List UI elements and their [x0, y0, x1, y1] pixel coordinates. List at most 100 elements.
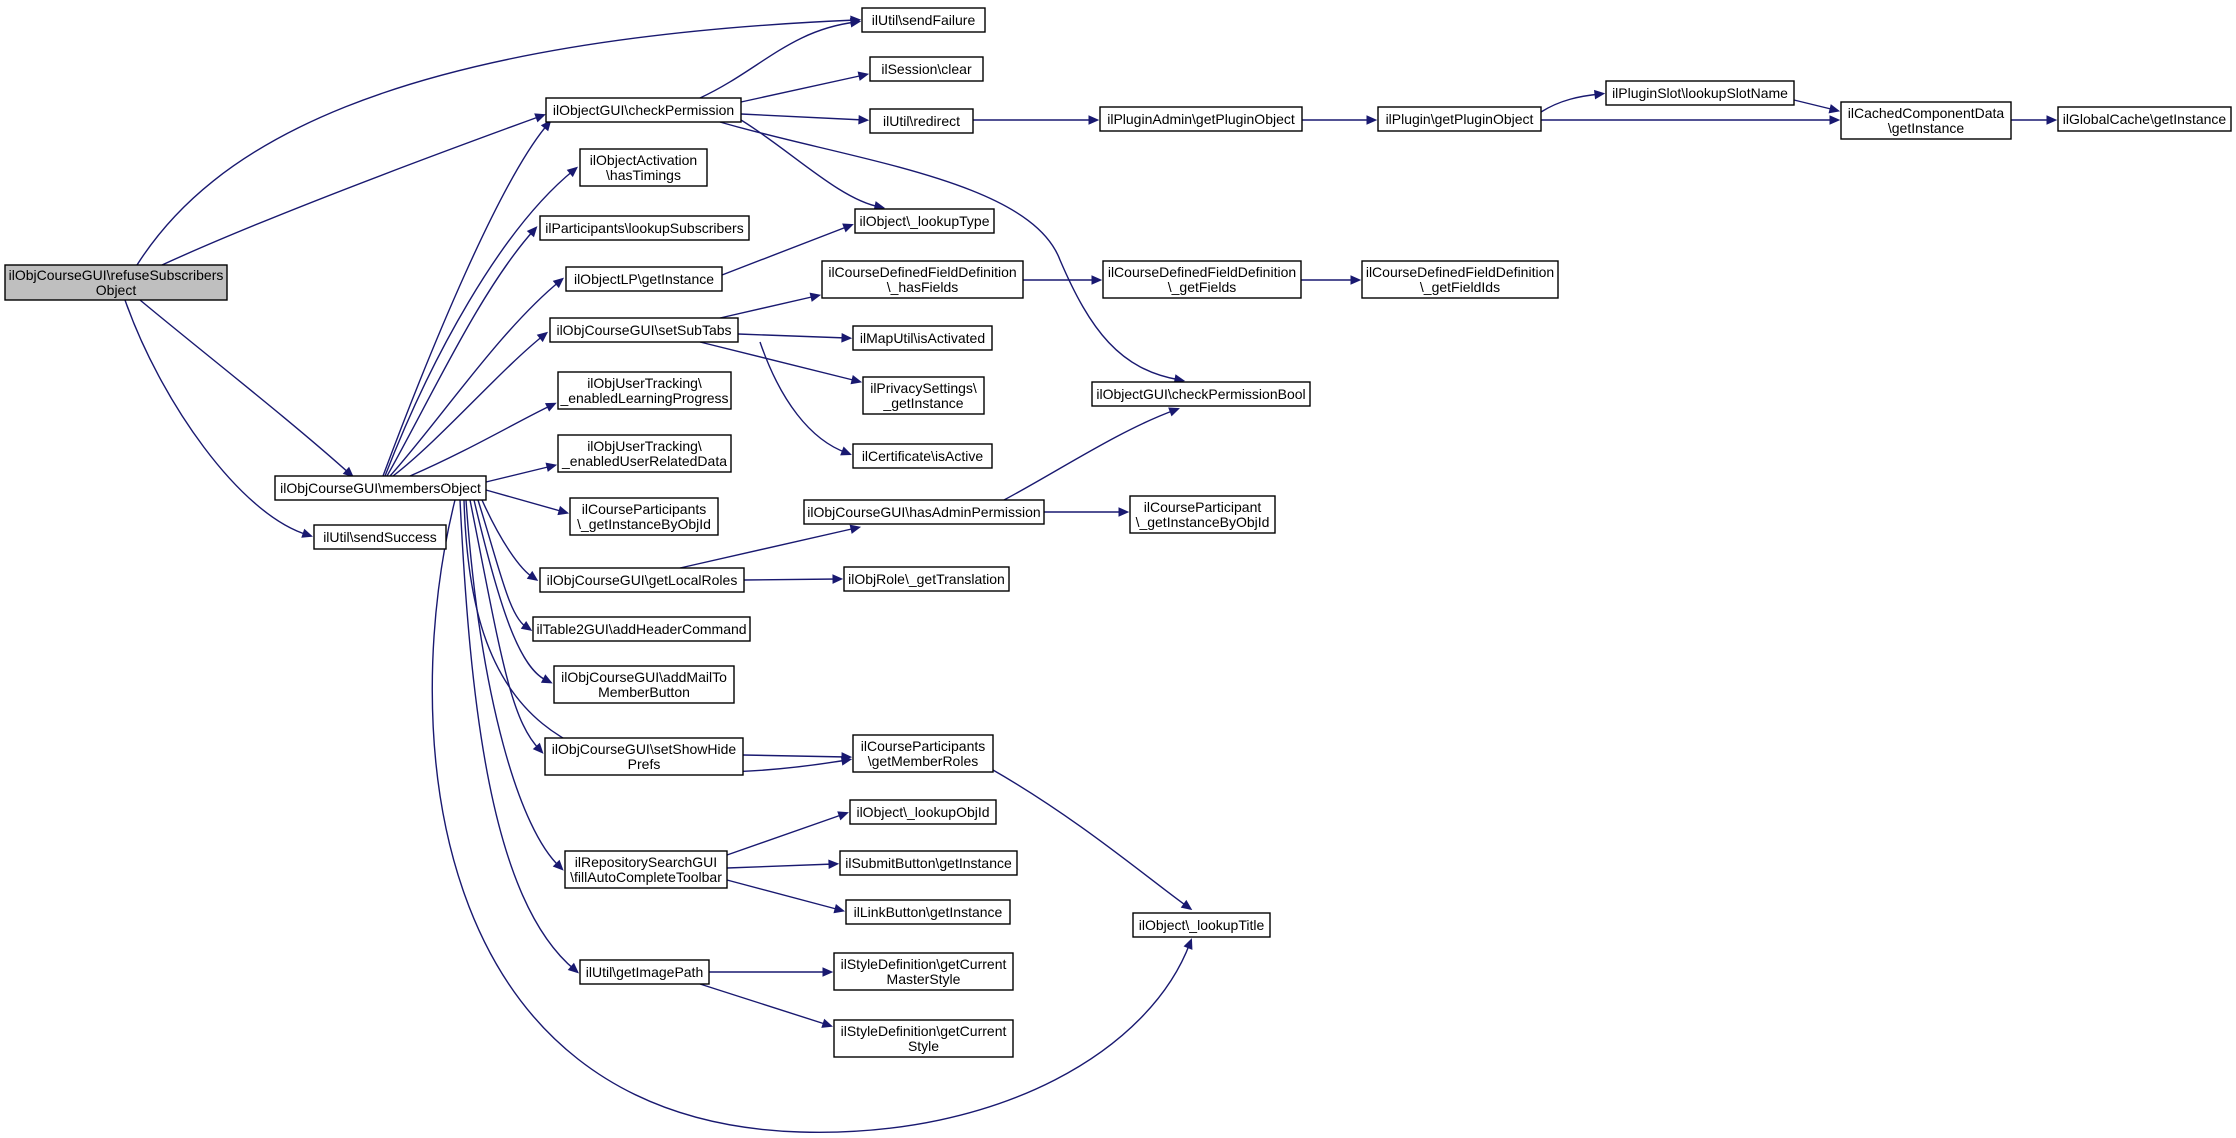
node-box-cachedComponent: [1840, 101, 2012, 140]
node-label-currentStyle-line0: ilStyleDefinition\getCurrent: [841, 1023, 1007, 1039]
node-label-hasTimings-line1: \hasTimings: [606, 167, 681, 183]
node-box-localRoles: [539, 567, 745, 593]
node-label-masterStyle-line0: ilStyleDefinition\getCurrent: [841, 956, 1007, 972]
node-linkButton[interactable]: ilLinkButton\getInstance: [845, 899, 1011, 925]
node-objectLP[interactable]: ilObjectLP\getInstance: [565, 266, 723, 292]
node-table2[interactable]: ilTable2GUI\addHeaderCommand: [532, 616, 751, 642]
node-getFields[interactable]: ilCourseDefinedFieldDefinition\_getField…: [1102, 260, 1302, 299]
node-getFieldIds[interactable]: ilCourseDefinedFieldDefinition\_getField…: [1361, 260, 1559, 299]
arrowhead-cachedComponent: [1829, 115, 1841, 125]
edge-membersObject-to-hasTimings: [384, 169, 575, 477]
node-label-setSubTabs-line0: ilObjCourseGUI\setSubTabs: [556, 322, 731, 338]
edge-membersObject-to-lookupSubscribers: [386, 229, 535, 477]
node-label-courseParticipant-line0: ilCourseParticipant: [1144, 499, 1262, 515]
node-box-lookupSubscribers: [539, 215, 750, 241]
node-hasTimings[interactable]: ilObjectActivation\hasTimings: [579, 148, 708, 187]
node-label-submitButton-line0: ilSubmitButton\getInstance: [845, 855, 1012, 871]
node-checkPermBool[interactable]: ilObjectGUI\checkPermissionBool: [1091, 381, 1311, 407]
edge-checkPermission-to-lookupType: [740, 119, 881, 208]
node-hasAdmin[interactable]: ilObjCourseGUI\hasAdminPermission: [803, 499, 1045, 525]
node-lookupSubscribers[interactable]: ilParticipants\lookupSubscribers: [539, 215, 750, 241]
node-enabledLP[interactable]: ilObjUserTracking\_enabledLearningProgre…: [557, 371, 732, 410]
node-label-hasFields-line0: ilCourseDefinedFieldDefinition: [828, 264, 1016, 280]
node-pluginAdminGet[interactable]: ilPluginAdmin\getPluginObject: [1099, 106, 1303, 132]
node-lookupSlotName[interactable]: ilPluginSlot\lookupSlotName: [1605, 80, 1795, 106]
node-cachedComponent[interactable]: ilCachedComponentData\getInstance: [1840, 101, 2012, 140]
node-imagePath[interactable]: ilUtil\getImagePath: [579, 959, 710, 985]
node-lookupType[interactable]: ilObject\_lookupType: [854, 208, 995, 234]
arrowhead-pluginGet: [1366, 115, 1378, 125]
node-box-lookupType: [854, 208, 995, 234]
node-box-sendSuccess: [313, 524, 447, 550]
node-membersObject[interactable]: ilObjCourseGUI\membersObject: [274, 475, 487, 501]
arrowhead-redirect: [858, 114, 870, 125]
edge-lookupSlotName-to-cachedComponent: [1793, 99, 1836, 111]
node-objRoleTrans[interactable]: ilObjRole\_getTranslation: [843, 566, 1010, 592]
node-certActive[interactable]: ilCertificate\isActive: [852, 443, 993, 469]
edge-repoSearch-to-linkButton: [726, 879, 841, 911]
node-enabledURD[interactable]: ilObjUserTracking\_enabledUserRelatedDat…: [557, 434, 732, 473]
edge-membersObject-to-showHide: [469, 499, 541, 751]
node-box-addMail: [553, 665, 735, 704]
node-redirect[interactable]: ilUtil\redirect: [869, 108, 974, 134]
node-label-enabledURD-line1: _enabledUserRelatedData: [561, 453, 727, 469]
node-label-getFields-line0: ilCourseDefinedFieldDefinition: [1108, 264, 1296, 280]
node-box-getFields: [1102, 260, 1302, 299]
edge-repoSearch-to-submitButton: [726, 863, 835, 869]
node-lookupTitle[interactable]: ilObject\_lookupTitle: [1132, 912, 1271, 938]
edge-setSubTabs-to-certActive: [759, 341, 848, 454]
arrowhead-globalCache: [2046, 115, 2058, 125]
arrowhead-sendFailure: [849, 18, 862, 28]
node-repoSearch[interactable]: ilRepositorySearchGUI\fillAutoCompleteTo…: [564, 850, 728, 889]
node-sessionClear[interactable]: ilSession\clear: [869, 56, 984, 82]
node-checkPermission[interactable]: ilObjectGUI\checkPermission: [545, 97, 742, 123]
node-label-checkPermission-line0: ilObjectGUI\checkPermission: [553, 102, 734, 118]
node-box-checkPermission: [545, 97, 742, 123]
arrowhead-hasTimings: [566, 166, 579, 178]
node-box-enabledURD: [557, 434, 732, 473]
node-label-enabledLP-line0: ilObjUserTracking\: [587, 375, 702, 391]
node-courseParticipants[interactable]: ilCourseParticipants\_getInstanceByObjId: [569, 497, 719, 536]
node-box-getFieldIds: [1361, 260, 1559, 299]
node-hasFields[interactable]: ilCourseDefinedFieldDefinition\_hasField…: [821, 260, 1024, 299]
node-label-addMail-line0: ilObjCourseGUI\addMailTo: [561, 669, 727, 685]
node-box-imagePath: [579, 959, 710, 985]
node-sendFailure[interactable]: ilUtil\sendFailure: [861, 7, 986, 33]
node-box-setSubTabs: [549, 317, 739, 343]
node-label-redirect-line0: ilUtil\redirect: [883, 113, 960, 129]
node-label-cachedComponent-line1: \getInstance: [1888, 120, 1964, 136]
node-localRoles[interactable]: ilObjCourseGUI\getLocalRoles: [539, 567, 745, 593]
node-mapActivated[interactable]: ilMapUtil\isActivated: [852, 325, 993, 351]
node-box-pluginAdminGet: [1099, 106, 1303, 132]
node-box-memberRoles: [852, 734, 994, 773]
edge-membersObject-to-table2: [477, 499, 529, 629]
node-box-certActive: [852, 443, 993, 469]
node-privacy[interactable]: ilPrivacySettings\_getInstance: [862, 376, 985, 415]
arrowhead-repoSearch: [552, 859, 564, 871]
node-globalCache[interactable]: ilGlobalCache\getInstance: [2057, 106, 2232, 132]
node-submitButton[interactable]: ilSubmitButton\getInstance: [839, 850, 1018, 876]
edge-membersObject-to-imagePath: [459, 499, 576, 971]
node-label-objRoleTrans-line0: ilObjRole\_getTranslation: [848, 571, 1005, 587]
node-setSubTabs[interactable]: ilObjCourseGUI\setSubTabs: [549, 317, 739, 343]
node-label-addMail-line1: MemberButton: [598, 684, 690, 700]
arrowhead-pluginAdminGet: [1088, 115, 1100, 125]
edge-setSubTabs-to-hasFields: [719, 295, 817, 319]
node-sendSuccess[interactable]: ilUtil\sendSuccess: [313, 524, 447, 550]
node-label-memberRoles-line0: ilCourseParticipants: [861, 738, 986, 754]
node-box-courseParticipants: [569, 497, 719, 536]
node-courseParticipant[interactable]: ilCourseParticipant\_getInstanceByObjId: [1129, 495, 1276, 534]
edge-hasAdmin-to-checkPermBool: [1003, 409, 1176, 501]
node-memberRoles[interactable]: ilCourseParticipants\getMemberRoles: [852, 734, 994, 773]
edge-root-to-membersObject: [139, 299, 351, 475]
node-label-privacy-line0: ilPrivacySettings\: [870, 380, 977, 396]
node-box-linkButton: [845, 899, 1011, 925]
node-lookupObjId[interactable]: ilObject\_lookupObjId: [849, 799, 997, 825]
arrowhead-lookupSlotName: [1594, 89, 1606, 100]
node-pluginGet[interactable]: ilPlugin\getPluginObject: [1377, 106, 1542, 132]
